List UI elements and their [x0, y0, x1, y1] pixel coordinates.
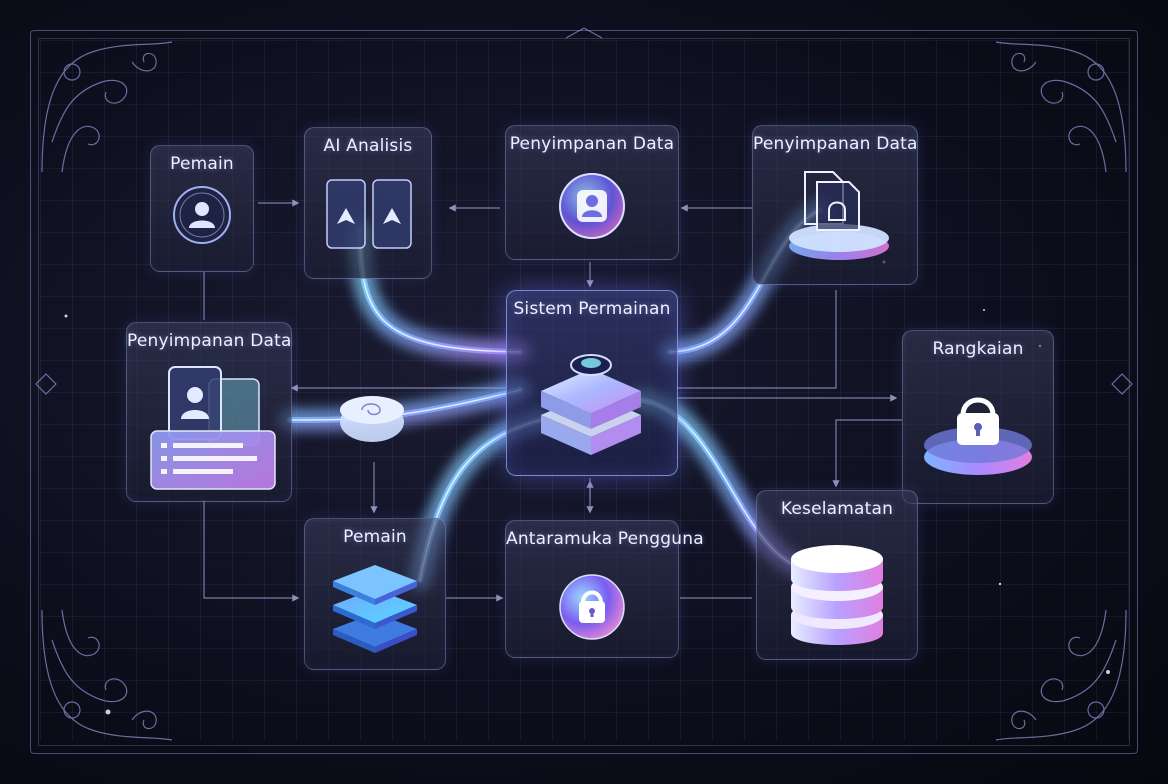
- lock-disc-icon: [919, 387, 1037, 483]
- line-bottom-left-loop: [204, 500, 298, 598]
- lock-circle-icon: [556, 571, 628, 643]
- node-keselamatan[interactable]: Keselamatan: [756, 490, 918, 660]
- stacked-cube-icon: [531, 345, 653, 457]
- node-sistem-permainan[interactable]: Sistem Permainan: [506, 290, 678, 476]
- node-label: AI Analisis: [305, 136, 431, 156]
- node-label: Pemain: [151, 154, 253, 174]
- node-label: Keselamatan: [757, 499, 917, 519]
- document-disc-icon: [777, 168, 893, 266]
- node-label: Rangkaian: [903, 339, 1053, 359]
- node-label: Pemain: [305, 527, 445, 547]
- spiral-node-icon: [340, 396, 404, 442]
- node-penyimpanan-data-3[interactable]: Penyimpanan Data: [126, 322, 292, 502]
- node-label: Penyimpanan Data: [506, 134, 678, 154]
- database-cylinder-icon: [785, 537, 889, 651]
- node-ai-analisis[interactable]: AI Analisis: [304, 127, 432, 279]
- node-penyimpanan-data-1[interactable]: Penyimpanan Data: [505, 125, 679, 260]
- node-antaramuka-pengguna[interactable]: Antaramuka Pengguna: [505, 520, 679, 658]
- arrow-rangkaian-to-keselamatan: [836, 420, 902, 486]
- ai-cards-icon: [323, 178, 415, 252]
- node-label: Penyimpanan Data: [753, 134, 917, 154]
- user-avatar-icon: [169, 182, 235, 248]
- node-rangkaian[interactable]: Rangkaian: [902, 330, 1054, 504]
- node-label: Antaramuka Pengguna: [506, 529, 678, 549]
- node-label: Sistem Permainan: [507, 299, 677, 319]
- node-pemain-bottom[interactable]: Pemain: [304, 518, 446, 670]
- user-circle-icon: [556, 170, 628, 242]
- stacked-layers-icon: [329, 559, 421, 653]
- node-penyimpanan-data-2[interactable]: Penyimpanan Data: [752, 125, 918, 285]
- node-label: Penyimpanan Data: [127, 331, 291, 351]
- profile-cards-icon: [147, 365, 283, 495]
- node-pemain-top[interactable]: Pemain: [150, 145, 254, 272]
